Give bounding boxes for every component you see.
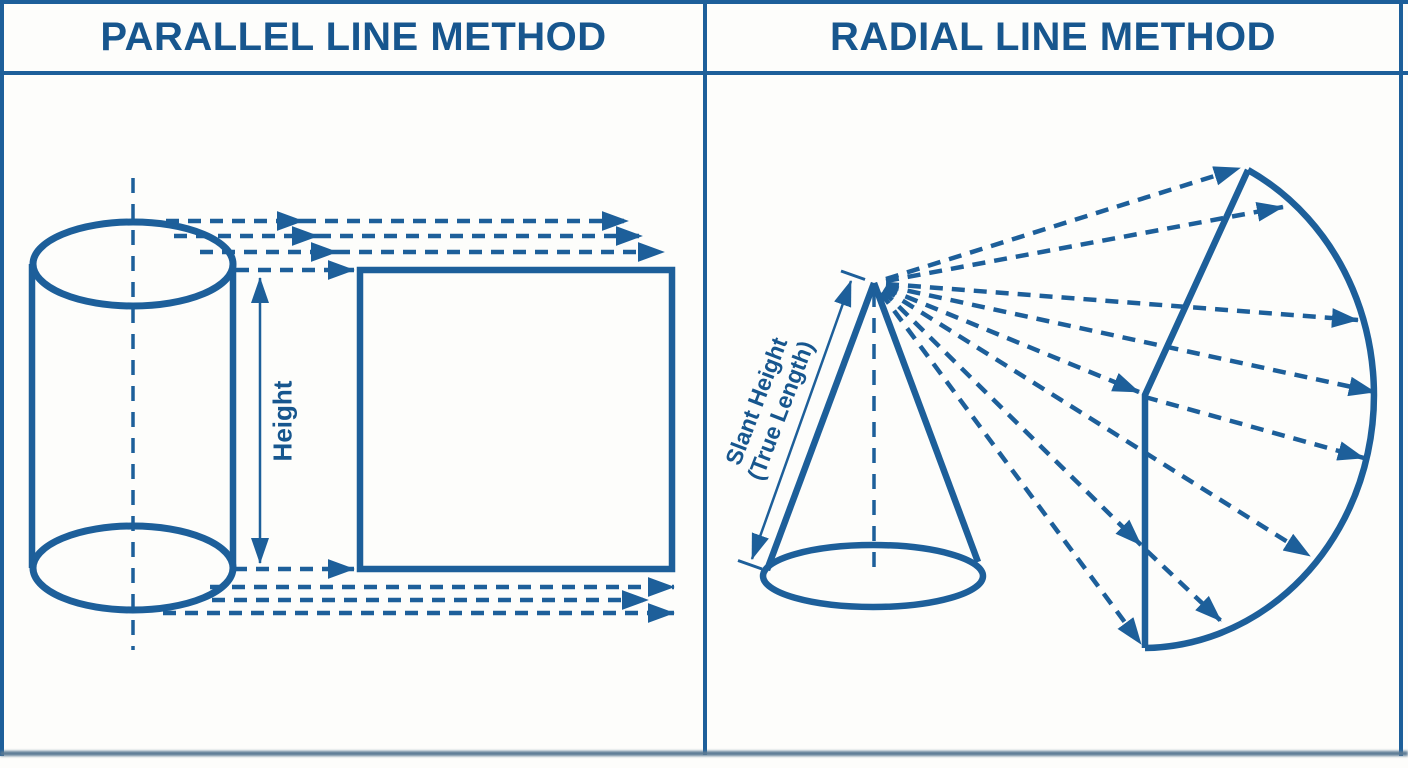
outer-border-right xyxy=(1399,0,1403,756)
slant-dim-tick-bottom xyxy=(737,559,763,571)
cone-right-edge xyxy=(870,281,982,564)
transfer-lines-bottom xyxy=(163,559,675,623)
radial-line xyxy=(884,285,1140,395)
transfer-lines-top xyxy=(166,211,665,280)
radial-line xyxy=(879,291,1143,646)
radial-line xyxy=(885,281,1359,328)
development-rectangle xyxy=(356,266,676,573)
radial-lines xyxy=(879,165,1376,646)
sector-arc xyxy=(1144,167,1378,652)
cylinder xyxy=(28,178,237,650)
cone-base-ellipse xyxy=(759,541,987,611)
outer-border-left xyxy=(0,0,4,756)
radial-line xyxy=(885,283,1376,397)
slant-dim-tick-top xyxy=(840,269,866,281)
cylinder-top-ellipse xyxy=(29,218,237,310)
radial-line xyxy=(885,202,1284,284)
left-panel-title: PARALLEL LINE METHOD xyxy=(100,15,607,59)
radial-line xyxy=(1144,394,1365,461)
slant-dimension-arrow xyxy=(750,280,853,560)
radial-line xyxy=(1145,549,1223,623)
development-sector xyxy=(1141,167,1378,652)
slant-height-dimension xyxy=(737,269,866,571)
height-label: Height xyxy=(267,380,298,462)
radial-line xyxy=(885,165,1241,282)
radial-line xyxy=(881,289,1143,547)
bottom-border xyxy=(0,751,1408,756)
radial-line xyxy=(882,287,1312,558)
sector-straight-edges xyxy=(1141,168,1251,648)
panel-divider xyxy=(703,0,707,755)
right-panel-title: RADIAL LINE METHOD xyxy=(829,15,1277,59)
